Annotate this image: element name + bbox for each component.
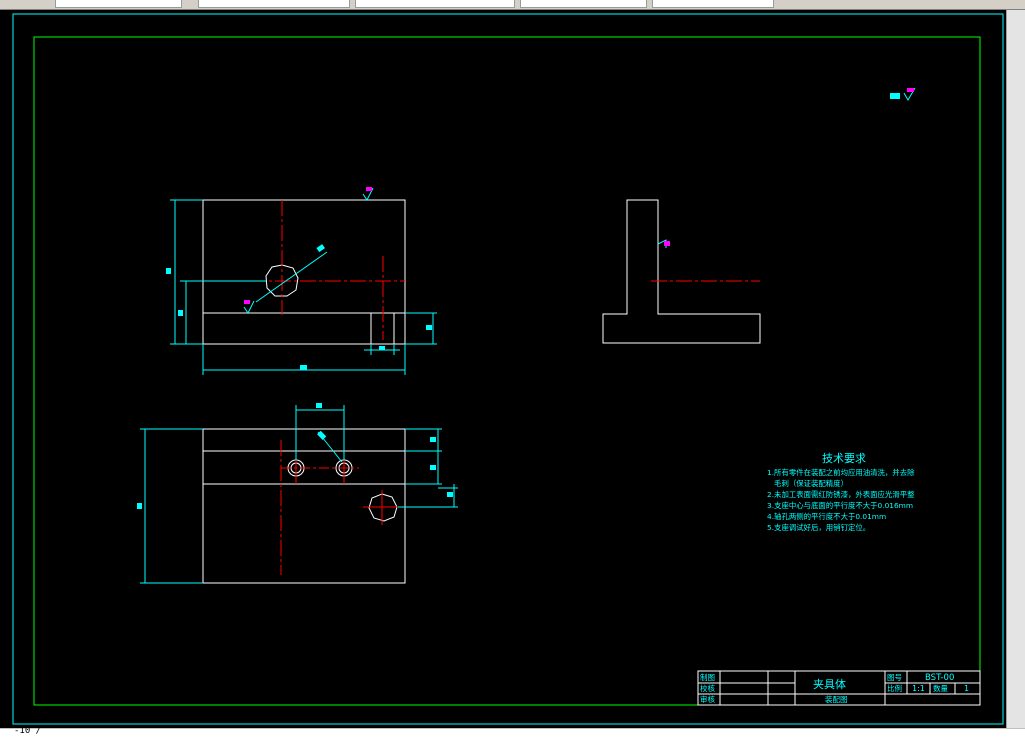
qty: 1 [964,684,969,693]
toolbar-tab[interactable] [520,0,647,8]
drawing-type: 装配图 [825,694,848,704]
inner-frame [33,36,981,706]
command-line[interactable]: -10 / [0,726,1025,738]
outer-frame [12,13,1004,725]
top-view [137,403,458,584]
label-drawing-no: 图号 [887,673,902,682]
front-view-hole [265,264,299,297]
title-block-role: 校核 [700,683,715,693]
label-scale: 比例 [887,683,902,693]
tech-req-line: 1.所有零件在装配之前均应用油清洗，并去除 [767,468,915,477]
tech-requirements: 技术要求 1.所有零件在装配之前均应用油清洗，并去除 毛刺（保证装配精度） 2.… [767,452,915,532]
title-block-role: 审核 [700,694,715,704]
toolbar-tab[interactable] [652,0,774,8]
label-qty: 数量 [933,683,948,693]
toolbar-tab[interactable] [198,0,350,8]
title-block: 制图 校核 审核 夹具体 装配图 图号 BST-00 比例 1:1 数量 1 [697,670,981,706]
vertical-scrollbar[interactable] [1006,10,1025,728]
toolbar-tab[interactable] [355,0,515,8]
part-name: 夹具体 [813,677,846,691]
drawing-no: BST-00 [925,673,954,683]
tech-req-line: 2.未加工表面需红防锈漆，外表面应光滑平整 [767,490,915,499]
toolbar-tab[interactable] [55,0,182,8]
general-roughness-symbol [890,87,916,101]
top-toolbar-strip [0,0,1025,10]
tech-req-line: 4.轴孔两侧的平行度不大于0.01mm [767,512,886,521]
side-view-outline [602,199,761,344]
title-block-role: 制图 [700,672,715,682]
cad-drawing: 技术要求 1.所有零件在装配之前均应用油清洗，并去除 毛刺（保证装配精度） 2.… [12,13,1004,725]
front-view-outline [202,199,406,345]
scale: 1:1 [912,684,925,693]
drawing-canvas[interactable]: 技术要求 1.所有零件在装配之前均应用油清洗，并去除 毛刺（保证装配精度） 2.… [0,10,1006,728]
tech-req-line: 5.支座调试好后，用销钉定位。 [767,523,870,532]
side-view [602,199,761,344]
command-line-text: -10 / [14,726,42,736]
top-view-outline [202,428,406,584]
tech-req-line: 毛刺（保证装配精度） [767,479,848,488]
tech-req-line: 3.支座中心与底面的平行度不大于0.016mm [767,501,913,510]
tech-req-title: 技术要求 [822,452,866,465]
front-view [166,187,437,375]
